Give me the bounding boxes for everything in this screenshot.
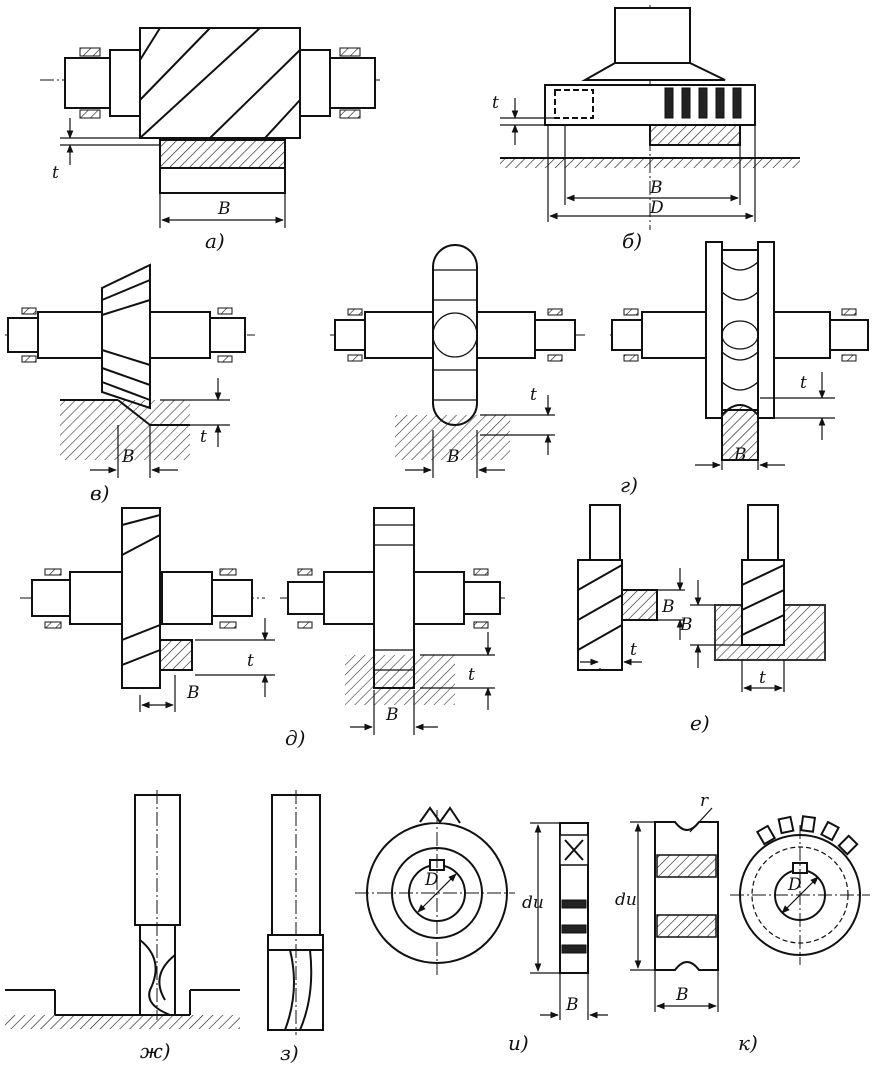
workpiece-g1 xyxy=(395,415,510,460)
dim-B-i: B xyxy=(565,995,579,1015)
caption-g: г) xyxy=(620,473,638,497)
workpiece-v xyxy=(60,400,190,460)
dim-t-a: t xyxy=(52,163,59,183)
figure-z-keyseat-mill: з) xyxy=(267,790,324,1065)
concave-cutter xyxy=(705,241,775,419)
dim-D-k: D xyxy=(787,875,802,895)
workpiece-d2 xyxy=(345,655,455,705)
caption-v: в) xyxy=(90,481,109,505)
figure-e-end-milling: B t B t е) xyxy=(577,504,826,735)
dim-B-d1: B xyxy=(186,683,200,703)
dim-t-d2: t xyxy=(468,665,475,685)
workpiece-d1 xyxy=(159,639,193,671)
cutter-k-side xyxy=(654,821,719,971)
figure-g-form-milling: t B t xyxy=(330,241,869,497)
dim-r-k: r xyxy=(700,791,709,811)
dim-B-v: B xyxy=(121,447,135,467)
figure-i-disk-cutter: D dи B и) xyxy=(355,806,608,1055)
dim-di-i: dи xyxy=(522,893,544,913)
caption-i: и) xyxy=(508,1031,529,1055)
workpiece-g2 xyxy=(721,404,759,461)
figure-v-angular-milling: t B в) xyxy=(5,263,255,505)
figure-zh-slot-milling: ж) xyxy=(5,790,240,1063)
dim-B-k: B xyxy=(675,985,689,1005)
caption-d: д) xyxy=(285,726,305,750)
angular-cutter xyxy=(101,263,151,410)
caption-a: а) xyxy=(205,229,225,253)
figure-a-cylindrical-milling: t B а) xyxy=(40,27,380,253)
figure-b-face-milling: t B D б) xyxy=(492,5,800,253)
figure-d-disk-milling: t B t B д) xyxy=(20,507,505,750)
face-mill-teeth xyxy=(664,87,742,119)
dim-di-k: dи xyxy=(615,890,637,910)
dim-B-e1: B xyxy=(661,597,675,617)
cutter-k-teeth xyxy=(755,815,859,856)
dim-t-v: t xyxy=(200,427,207,447)
cylindrical-cutter xyxy=(139,27,301,139)
convex-cutter xyxy=(432,244,478,426)
caption-e: е) xyxy=(690,711,710,735)
dim-t-b: t xyxy=(492,93,499,113)
caption-zh: ж) xyxy=(140,1039,171,1063)
three-sided-cutter xyxy=(121,507,161,689)
dim-t-e1: t xyxy=(630,640,637,660)
workpiece-b xyxy=(649,124,741,146)
dim-t-d1: t xyxy=(247,651,254,671)
caption-b: б) xyxy=(622,229,642,253)
dim-B-d2: B xyxy=(385,705,399,725)
dim-t-e2: t xyxy=(759,668,766,688)
dim-B-g1: B xyxy=(446,447,460,467)
dim-B-g2: B xyxy=(733,445,747,465)
workpiece-a xyxy=(159,139,286,169)
dim-t-g2: t xyxy=(800,373,807,393)
dim-D-b: D xyxy=(649,198,664,218)
dim-B-a: B xyxy=(217,199,231,219)
dim-D-i: D xyxy=(424,870,439,890)
dim-B-b: B xyxy=(649,178,663,198)
dim-t-g1: t xyxy=(530,385,537,405)
workpiece-e1 xyxy=(621,589,658,621)
dim-B-e2: B xyxy=(679,615,693,635)
caption-z: з) xyxy=(280,1041,299,1065)
caption-k: к) xyxy=(738,1031,758,1055)
figure-k-form-cutter: dи r B D к) xyxy=(615,791,870,1055)
workpiece-zh xyxy=(5,1015,240,1029)
